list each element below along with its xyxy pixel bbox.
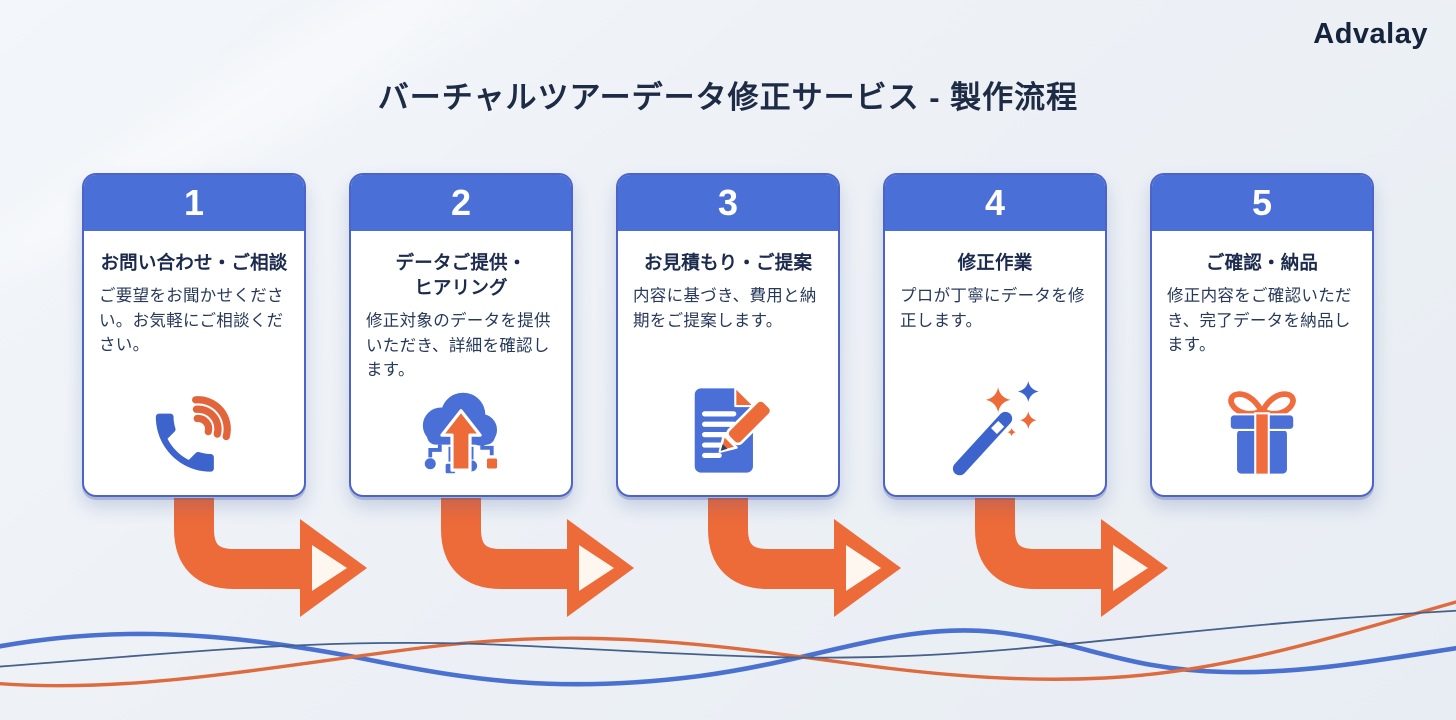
gift-icon [1167,381,1357,485]
step-description: プロが丁寧にデータを修正します。 [900,286,1085,330]
step-card-body: お問い合わせ・ご相談 ご要望をお聞かせください。お気軽にご相談ください。 [84,231,304,495]
step-card-header: 3 [618,175,838,231]
step-card-2: 2 データご提供・ ヒアリング 修正対象のデータを提供いただき、詳細を確認します… [349,173,573,497]
step-number: 4 [984,182,1006,223]
step-title: ご確認・納品 [1205,252,1319,273]
step-description: 内容に基づき、費用と納期をご提案します。 [633,286,817,330]
step-number: 1 [183,182,205,223]
cloud-upload-icon [366,383,556,487]
step-card-header: 4 [885,175,1105,231]
step-card-header: 5 [1152,175,1372,231]
step-card-body: ご確認・納品 修正内容をご確認いただき、完了データを納品します。 [1152,231,1372,495]
step-card-body: 修正作業 プロが丁寧にデータを修正します。 [885,231,1105,495]
step-card-body: データご提供・ ヒアリング 修正対象のデータを提供いただき、詳細を確認します。 [351,231,571,495]
step-card-3: 3 お見積もり・ご提案 内容に基づき、費用と納期をご提案します。 [616,173,840,497]
magic-wand-icon [900,377,1090,485]
step-card-4: 4 修正作業 プロが丁寧にデータを修正します。 [883,173,1107,497]
step-card-header: 2 [351,175,571,231]
step-title: データご提供・ ヒアリング [395,252,527,298]
step-title: お見積もり・ご提案 [643,252,813,273]
flow-arrow-4 [975,498,1168,617]
step-number: 5 [1251,182,1273,223]
step-description: ご要望をお聞かせください。お気軽にご相談ください。 [99,286,284,355]
step-title: 修正作業 [957,252,1033,273]
step-description: 修正内容をご確認いただき、完了データを納品します。 [1167,286,1352,355]
flow-arrow-3 [708,498,901,617]
step-description: 修正対象のデータを提供いただき、詳細を確認します。 [366,311,551,380]
decorative-waves [0,600,1456,688]
step-title: お問い合わせ・ご相談 [100,252,288,273]
step-card-header: 1 [84,175,304,231]
phone-icon [99,381,289,485]
step-card-5: 5 ご確認・納品 修正内容をご確認いただき、完了データを納品します。 [1150,173,1374,497]
step-card-body: お見積もり・ご提案 内容に基づき、費用と納期をご提案します。 [618,231,838,495]
brand-logo: Advalay [1313,18,1428,50]
step-number: 3 [717,182,739,223]
step-number: 2 [450,182,472,223]
document-pencil-icon [633,381,823,485]
process-steps: 1 お問い合わせ・ご相談 ご要望をお聞かせください。お気軽にご相談ください。 [82,173,1374,497]
step-card-1: 1 お問い合わせ・ご相談 ご要望をお聞かせください。お気軽にご相談ください。 [82,173,306,497]
flow-arrow-1 [174,498,367,617]
page-title: バーチャルツアーデータ修正サービス - 製作流程 [377,80,1079,115]
flow-arrow-2 [441,498,634,617]
